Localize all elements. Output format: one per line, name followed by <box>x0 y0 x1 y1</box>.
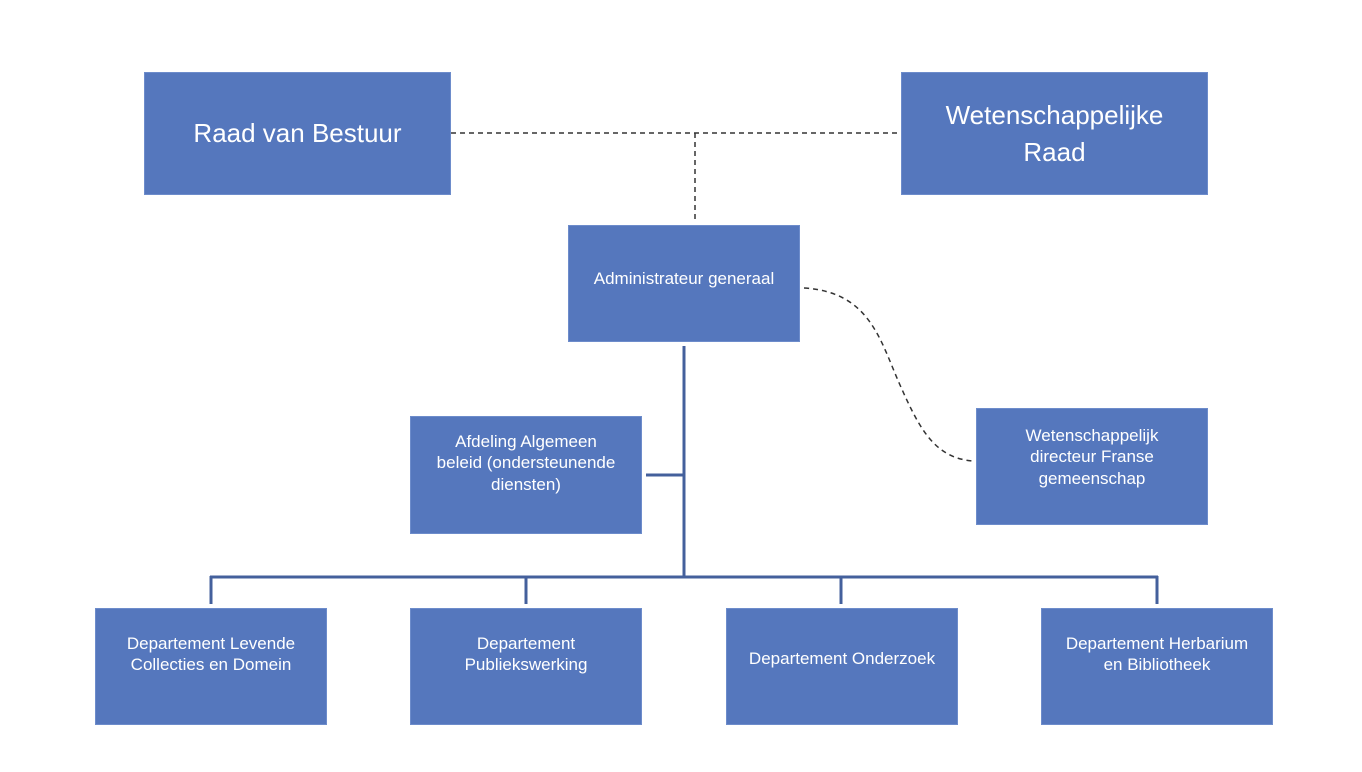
box-label: Departement Levende Collecties en Domein <box>126 634 296 675</box>
box-departement-publiekswerking: Departement Publiekswerking <box>410 608 642 725</box>
box-departement-herbarium: Departement Herbarium en Bibliotheek <box>1041 608 1273 725</box>
dashed-connector-head-to-advisor <box>803 287 974 462</box>
box-label: Afdeling Algemeen beleid (ondersteunende… <box>436 432 616 494</box>
box-departement-onderzoek: Departement Onderzoek <box>726 608 958 725</box>
box-label: Departement Onderzoek <box>748 649 936 668</box>
box-label: Wetenschappelijke Raad <box>945 100 1164 167</box>
box-label: Departement Publiekswerking <box>464 634 588 675</box>
box-label: Departement Herbarium en Bibliotheek <box>1065 634 1249 675</box>
box-raad-van-bestuur: Raad van Bestuur <box>144 72 451 195</box>
box-wetenschappelijke-raad: Wetenschappelijke Raad <box>901 72 1208 195</box>
box-administrateur-generaal: Administrateur generaal <box>568 225 800 342</box>
box-departement-levende-collecties: Departement Levende Collecties en Domein <box>95 608 327 725</box>
box-label: Wetenschappelijk directeur Franse gemeen… <box>1025 426 1159 488</box>
box-label: Raad van Bestuur <box>193 117 402 148</box>
box-wetenschappelijk-directeur: Wetenschappelijk directeur Franse gemeen… <box>976 408 1208 525</box>
box-label: Administrateur generaal <box>593 269 775 288</box>
box-afdeling-algemeen-beleid: Afdeling Algemeen beleid (ondersteunende… <box>410 416 642 534</box>
